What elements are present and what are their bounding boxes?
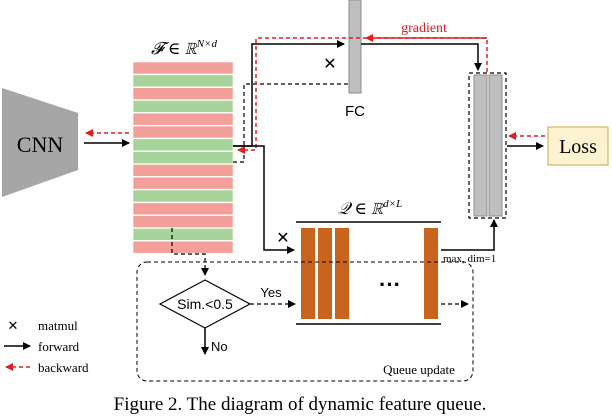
feature-row	[132, 151, 234, 164]
feature-row	[132, 112, 234, 126]
loss-label: Loss	[559, 136, 597, 158]
max-dim-label: max, dim=1	[443, 253, 496, 265]
dashed-features-to-fc	[233, 83, 349, 163]
queue-update-region	[136, 261, 474, 382]
feature-matrix-label: 𝓕 ∈ ℝN×d	[151, 38, 217, 58]
dashed-features-to-decision	[171, 228, 209, 276]
feature-row	[132, 61, 234, 75]
loss-block	[547, 126, 609, 166]
feature-row	[132, 164, 234, 177]
queue-update-label: Queue update	[383, 362, 455, 377]
yes-label: Yes	[260, 285, 282, 300]
feature-row	[132, 215, 234, 228]
feature-row	[132, 87, 234, 100]
concat-bar-1	[473, 74, 488, 217]
queue-bar-last	[424, 228, 438, 319]
queue-label: 𝒬 ∈ ℝd×L	[338, 198, 402, 218]
queue-bar-3	[335, 228, 349, 319]
legend-forward-label: forward	[38, 339, 80, 354]
arrow-gradient-to-features	[237, 37, 488, 154]
feature-row	[132, 74, 234, 88]
feature-row	[132, 202, 234, 216]
arrow-fc-to-concat	[361, 43, 482, 71]
legend: ✕ matmul forward backward	[4, 318, 89, 375]
cnn-label: CNN	[17, 132, 64, 157]
queue-ellipsis: ···	[379, 272, 401, 297]
fc-matmul-icon: ✕	[323, 56, 336, 73]
no-label: No	[211, 339, 228, 354]
figure-caption: Figure 2. The diagram of dynamic feature…	[114, 394, 487, 415]
legend-backward-label: backward	[38, 360, 89, 375]
feature-row	[132, 138, 234, 152]
feature-row	[132, 100, 234, 113]
arrow-features-to-queue	[233, 145, 295, 254]
legend-matmul-icon: ✕	[8, 318, 19, 333]
feature-row	[132, 125, 234, 139]
decision-label: Sim.<0.5	[177, 296, 233, 312]
fc-label: FC	[345, 103, 365, 120]
cnn-block	[2, 88, 78, 197]
arrow-queue-to-concat	[441, 219, 498, 251]
feature-row	[132, 228, 234, 241]
feature-row	[132, 189, 234, 203]
gradient-label: gradient	[401, 21, 447, 36]
feature-row	[132, 176, 234, 190]
queue-bar-1	[301, 228, 315, 319]
feature-row	[132, 240, 234, 254]
queue-matmul-icon: ✕	[276, 230, 289, 247]
feature-matrix	[132, 61, 234, 254]
legend-matmul-label: matmul	[38, 318, 78, 333]
fc-block	[348, 0, 362, 94]
queue-bar-2	[318, 228, 332, 319]
concat-bar-2	[488, 74, 503, 217]
